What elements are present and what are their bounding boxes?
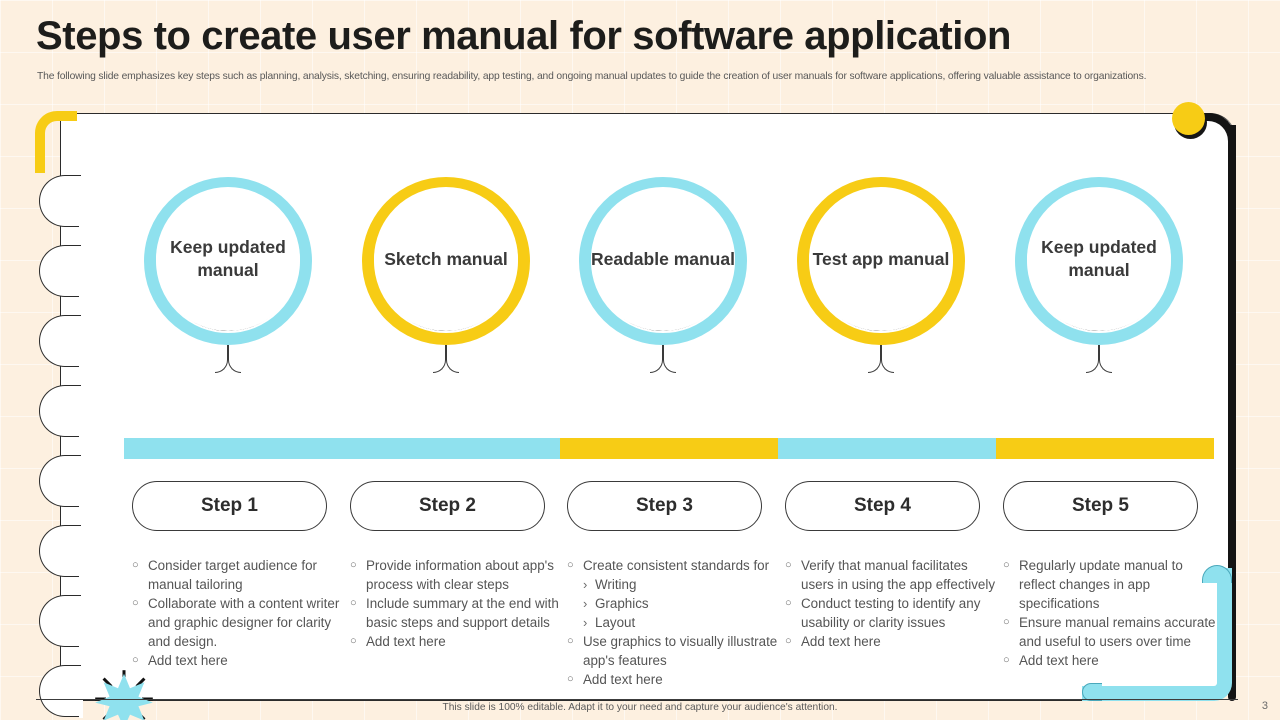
timeline-track-segment: [124, 438, 342, 459]
step-bullet-list-1: ○ Consider target audience for manual tai…: [132, 556, 347, 670]
step-pill-4[interactable]: Step 4: [785, 481, 980, 531]
timeline-track-segment: [778, 438, 996, 459]
sub-list-item: › Layout: [567, 613, 782, 632]
list-item: ○ Add text here: [567, 670, 782, 689]
list-item-text: Consider target audience for manual tail…: [148, 558, 317, 592]
list-item: ○ Ensure manual remains accurate and usef…: [1003, 613, 1218, 651]
circle-bullet-icon: ○: [785, 635, 792, 647]
circle-bullet-icon: ○: [1003, 654, 1010, 666]
card-right-black-edge: [1228, 125, 1236, 701]
list-item-text: Add text here: [801, 634, 881, 649]
yellow-dot-icon: [1172, 102, 1205, 135]
list-item: ○ Add text here: [132, 651, 347, 670]
circle-bullet-icon: ○: [350, 559, 357, 571]
list-item: ○ Conduct testing to identify any usabili…: [785, 594, 1000, 632]
step-bullet-list-3: ○ Create consistent standards for › Writing…: [567, 556, 782, 689]
circle-bullet-icon: ○: [132, 559, 139, 571]
sub-list-item-text: Layout: [595, 615, 636, 630]
list-item-text: Use graphics to visually illustrate app'…: [583, 634, 778, 668]
page-title: Steps to create user manual for software…: [36, 14, 1012, 58]
page-subtitle: The following slide emphasizes key steps…: [37, 71, 1147, 82]
list-item-text: Add text here: [366, 634, 446, 649]
circle-bullet-icon: ○: [1003, 559, 1010, 571]
circle-bullet-icon: ○: [350, 597, 357, 609]
step-pill-5[interactable]: Step 5: [1003, 481, 1198, 531]
timeline-track-segment: [342, 438, 560, 459]
list-item: ○ Use graphics to visually illustrate app…: [567, 632, 782, 670]
step-pill-3[interactable]: Step 3: [567, 481, 762, 531]
binding-notch: [39, 595, 83, 648]
list-item-text: Include summary at the end with basic st…: [366, 596, 559, 630]
sub-list-item: › Writing: [567, 575, 782, 594]
circle-bullet-icon: ○: [567, 635, 574, 647]
list-item-text: Add text here: [583, 672, 663, 687]
step-pill-1[interactable]: Step 1: [132, 481, 327, 531]
circle-bullet-icon: ○: [132, 654, 139, 666]
sub-list-item-text: Writing: [595, 577, 637, 592]
timeline-track: [124, 438, 1214, 459]
chevron-right-icon: ›: [583, 596, 588, 611]
list-item: ○ Create consistent standards for: [567, 556, 782, 575]
binding-notch: [39, 665, 83, 718]
circle-bullet-icon: ○: [1003, 616, 1010, 628]
list-item: ○ Collaborate with a content writer and g…: [132, 594, 347, 651]
circle-bullet-icon: ○: [132, 597, 139, 609]
card-corner-black-edge: [1194, 113, 1236, 153]
list-item: ○ Regularly update manual to reflect chan…: [1003, 556, 1218, 613]
yellow-hook-icon: [35, 111, 77, 173]
cyan-corner-icon: [1082, 568, 1232, 701]
circle-bullet-icon: ○: [785, 559, 792, 571]
list-item-text: Create consistent standards for: [583, 558, 770, 573]
binding-notch: [39, 385, 83, 438]
list-item: ○ Verify that manual facilitates users in…: [785, 556, 1000, 594]
sub-list-item-text: Graphics: [595, 596, 649, 611]
page-number: 3: [1261, 700, 1268, 712]
list-item-text: Collaborate with a content writer and gr…: [148, 596, 340, 649]
step-bullet-list-2: ○ Provide information about app's process…: [350, 556, 565, 651]
circle-bullet-icon: ○: [567, 559, 574, 571]
list-item-text: Add text here: [148, 653, 228, 668]
binding-notch: [39, 455, 83, 508]
sub-list-item: › Graphics: [567, 594, 782, 613]
footer-note: This slide is 100% editable. Adapt it to…: [442, 702, 838, 713]
step-bullet-list-5: ○ Regularly update manual to reflect chan…: [1003, 556, 1218, 670]
timeline-track-segment: [996, 438, 1214, 459]
circle-bullet-icon: ○: [350, 635, 357, 647]
circle-bullet-icon: ○: [567, 673, 574, 685]
timeline-track-segment: [560, 438, 778, 459]
list-item: ○ Include summary at the end with basic s…: [350, 594, 565, 632]
chevron-right-icon: ›: [583, 615, 588, 630]
list-item: ○ Add text here: [1003, 651, 1218, 670]
circle-bullet-icon: ○: [785, 597, 792, 609]
list-item: ○ Consider target audience for manual tai…: [132, 556, 347, 594]
list-item-text: Verify that manual facilitates users in …: [801, 558, 996, 592]
list-item: ○ Add text here: [785, 632, 1000, 651]
list-item-text: Regularly update manual to reflect chang…: [1019, 558, 1183, 611]
list-item: ○ Add text here: [350, 632, 565, 651]
binding-notch: [39, 525, 83, 578]
binding-notch: [39, 245, 83, 298]
footer-divider: [36, 699, 1238, 700]
chevron-right-icon: ›: [583, 577, 588, 592]
step-bullet-list-4: ○ Verify that manual facilitates users in…: [785, 556, 1000, 651]
step-pill-2[interactable]: Step 2: [350, 481, 545, 531]
binding-notch: [39, 315, 83, 368]
list-item-text: Add text here: [1019, 653, 1099, 668]
cyan-corner-cap-left-icon: [1082, 683, 1102, 701]
list-item-text: Ensure manual remains accurate and usefu…: [1019, 615, 1216, 649]
list-item-text: Conduct testing to identify any usabilit…: [801, 596, 981, 630]
list-item: ○ Provide information about app's process…: [350, 556, 565, 594]
binding-notch: [39, 175, 83, 228]
list-item-text: Provide information about app's process …: [366, 558, 554, 592]
